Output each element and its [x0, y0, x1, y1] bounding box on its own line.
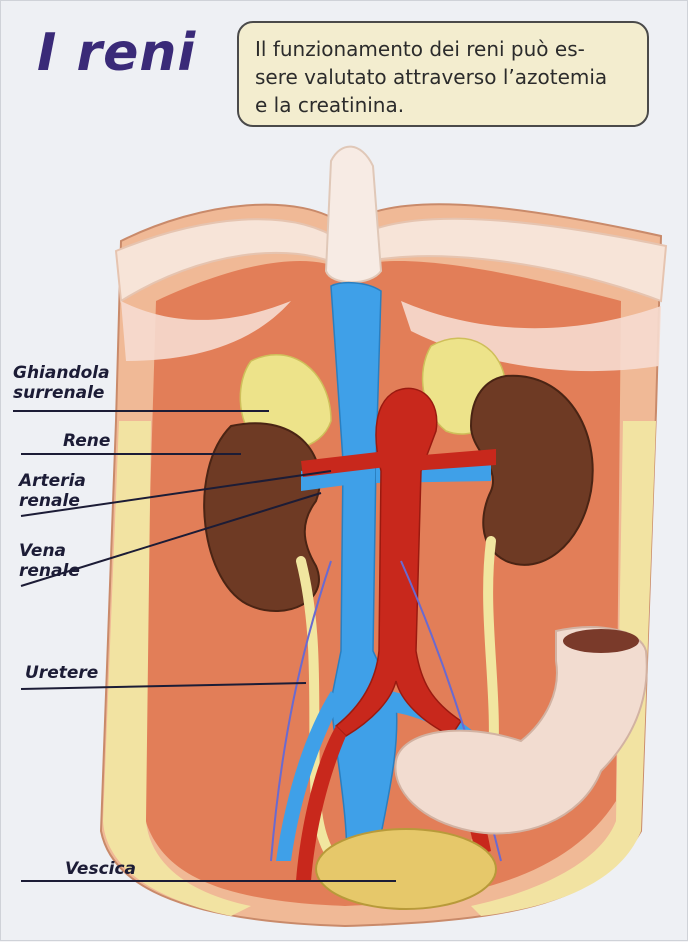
label-ghiandola-surrenale: Ghiandola surrenale — [13, 363, 110, 403]
info-note-box: Il funzionamento dei reni può es- sere v… — [237, 21, 649, 127]
label-arteria-line2: renale — [19, 491, 86, 511]
label-rene: Rene — [63, 431, 110, 451]
label-ghiandola-line2: surrenale — [13, 383, 110, 403]
page-title: I reni — [37, 23, 196, 83]
label-vena-line1: Vena — [19, 541, 80, 561]
label-ghiandola-line1: Ghiandola — [13, 363, 110, 383]
sternum-notch — [326, 147, 381, 283]
label-vena-renale: Vena renale — [19, 541, 80, 581]
label-vescica: Vescica — [65, 859, 136, 879]
colon-lumen — [563, 629, 639, 653]
label-arteria-line1: Arteria — [19, 471, 86, 491]
bladder — [316, 829, 496, 909]
label-uretere: Uretere — [25, 663, 98, 683]
label-arteria-renale: Arteria renale — [19, 471, 86, 511]
label-vena-line2: renale — [19, 561, 80, 581]
info-note-text: Il funzionamento dei reni può es- sere v… — [255, 35, 631, 119]
